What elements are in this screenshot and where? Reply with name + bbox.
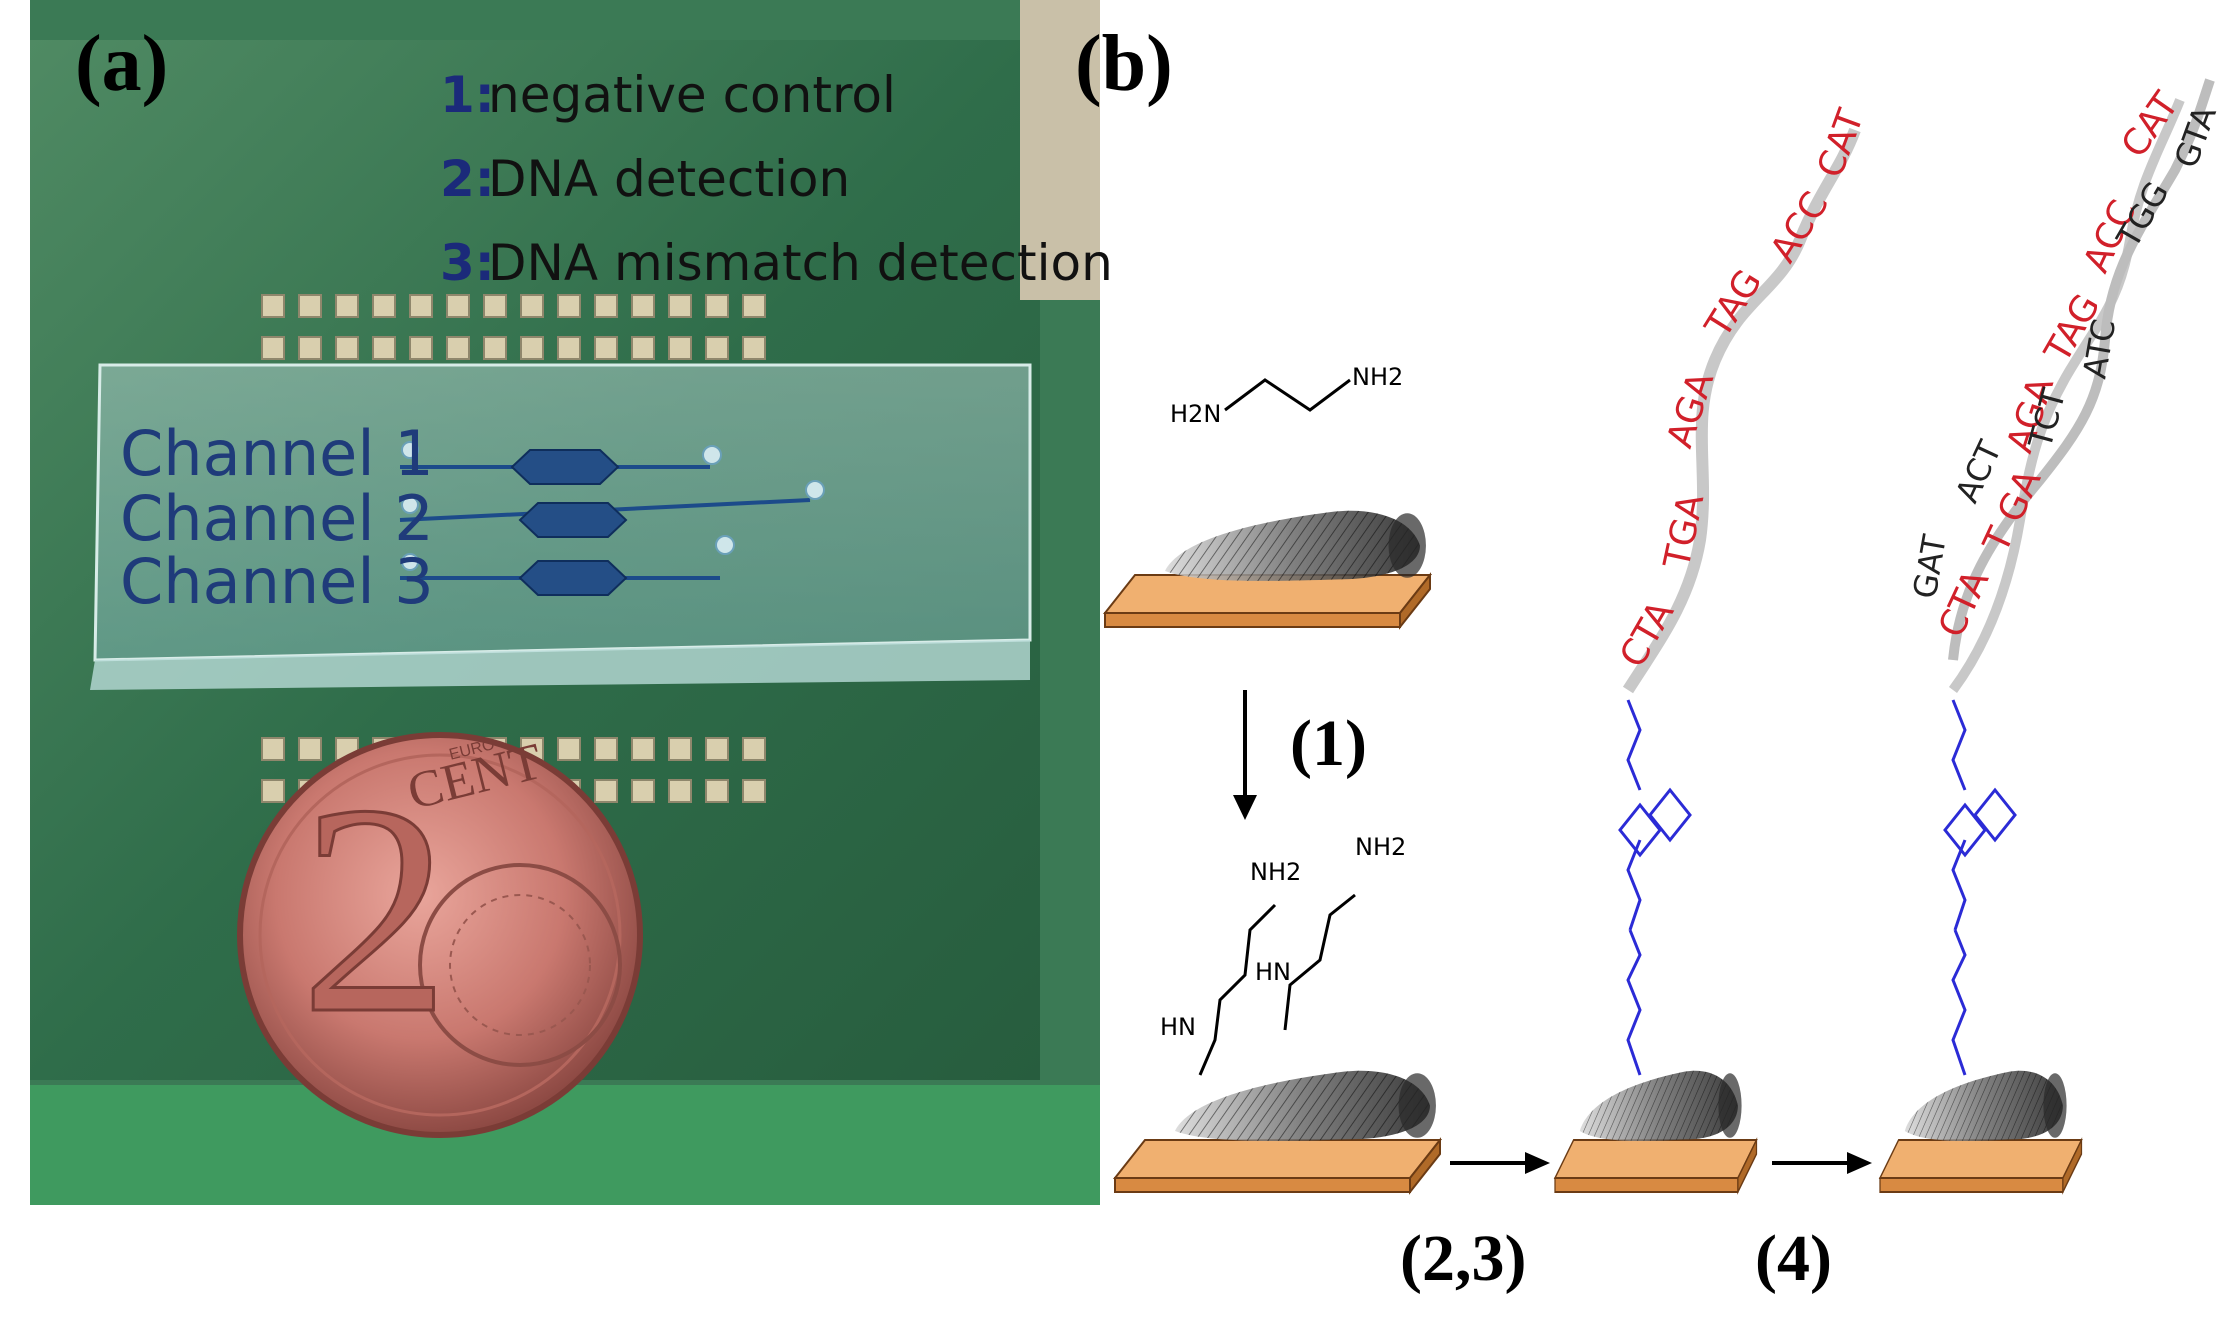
legend-text-1: negative control bbox=[488, 66, 896, 124]
step-1-arrow bbox=[1233, 690, 1257, 820]
glass-chip-edge bbox=[90, 640, 1030, 690]
contact-pad bbox=[594, 779, 618, 803]
contact-pad bbox=[372, 336, 396, 360]
legend-number-2: 2: bbox=[440, 150, 495, 208]
hn-left-label: HN bbox=[1160, 1013, 1196, 1041]
contact-pad bbox=[557, 336, 581, 360]
stage4-nanotube-substrate bbox=[1879, 1070, 2083, 1193]
legend-item-3: 3: DNA mismatch detection bbox=[440, 234, 1113, 292]
contact-pad bbox=[409, 336, 433, 360]
channel-label-3: Channel 3 bbox=[120, 545, 434, 618]
contact-pad bbox=[520, 336, 544, 360]
contact-pad bbox=[409, 294, 433, 318]
legend-text-3: DNA mismatch detection bbox=[488, 234, 1113, 292]
hn-right-label: HN bbox=[1255, 958, 1291, 986]
contact-pad bbox=[261, 737, 285, 761]
panel-a: 2 CENT EURO (a) 1: negative control 2: D… bbox=[30, 0, 1113, 1205]
nh2-top-left-label: NH2 bbox=[1250, 858, 1301, 886]
probe-codon-1: CTA bbox=[1612, 594, 1682, 675]
legend-item-2: 2: DNA detection bbox=[440, 150, 850, 208]
contact-pad bbox=[742, 737, 766, 761]
contact-pad bbox=[631, 737, 655, 761]
contact-pad bbox=[668, 336, 692, 360]
contact-pad bbox=[372, 294, 396, 318]
contact-pad bbox=[742, 336, 766, 360]
probe-codon-3: AGA bbox=[1660, 367, 1723, 453]
contact-pad bbox=[261, 779, 285, 803]
step-23-arrow bbox=[1450, 1152, 1550, 1174]
h2n-label: H2N bbox=[1170, 400, 1221, 428]
legend-text-2: DNA detection bbox=[488, 150, 850, 208]
ethylenediamine-molecule: H2N NH2 bbox=[1170, 363, 1403, 428]
channel-ports bbox=[401, 441, 825, 571]
step-4-arrow bbox=[1772, 1152, 1872, 1174]
nh2-label: NH2 bbox=[1352, 363, 1403, 391]
upper-contact-pads bbox=[261, 294, 766, 360]
channel-label-1: Channel 1 bbox=[120, 417, 434, 490]
channel-label-2: Channel 2 bbox=[120, 482, 434, 555]
stage4-target-strand bbox=[1948, 78, 2215, 661]
contact-pad bbox=[298, 336, 322, 360]
contact-pad bbox=[631, 779, 655, 803]
contact-pad bbox=[668, 737, 692, 761]
step-4-label: (4) bbox=[1755, 1222, 1832, 1295]
contact-pad bbox=[631, 336, 655, 360]
stage4-linker bbox=[1943, 699, 2017, 1076]
contact-pad bbox=[446, 294, 470, 318]
panel-b-label: (b) bbox=[1075, 20, 1173, 108]
nh2-top-right-label: NH2 bbox=[1355, 833, 1406, 861]
contact-pad bbox=[668, 779, 692, 803]
stage1-nanotube-substrate bbox=[1104, 510, 1431, 628]
contact-pad bbox=[261, 336, 285, 360]
coin-digit: 2 bbox=[300, 743, 450, 1075]
contact-pad bbox=[594, 294, 618, 318]
contact-pad bbox=[742, 779, 766, 803]
photo-top-right-edge bbox=[1020, 0, 1100, 300]
contact-pad bbox=[335, 336, 359, 360]
panel-a-label: (a) bbox=[75, 20, 168, 108]
contact-pad bbox=[557, 294, 581, 318]
legend-item-1: 1: negative control bbox=[440, 66, 896, 124]
contact-pad bbox=[298, 294, 322, 318]
contact-pad bbox=[668, 294, 692, 318]
contact-pad bbox=[446, 336, 470, 360]
contact-pad bbox=[520, 294, 544, 318]
contact-pad bbox=[261, 294, 285, 318]
two-cent-coin: 2 CENT EURO bbox=[237, 732, 643, 1138]
contact-pad bbox=[483, 294, 507, 318]
channel-chambers bbox=[510, 449, 628, 596]
stage3-nanotube-substrate bbox=[1554, 1070, 1758, 1193]
stage4-probe-strand bbox=[1948, 98, 2185, 693]
contact-pad bbox=[335, 294, 359, 318]
contact-pad bbox=[483, 336, 507, 360]
contact-pad bbox=[594, 336, 618, 360]
contact-pad bbox=[705, 294, 729, 318]
probe-codon-6: CAT bbox=[1810, 103, 1872, 183]
legend-number-1: 1: bbox=[440, 66, 495, 124]
contact-pad bbox=[705, 336, 729, 360]
photo-bottom-edge bbox=[30, 1085, 1100, 1205]
contact-pad bbox=[742, 294, 766, 318]
contact-pad bbox=[594, 737, 618, 761]
legend-number-3: 3: bbox=[440, 234, 495, 292]
contact-pad bbox=[705, 737, 729, 761]
contact-pad bbox=[298, 737, 322, 761]
probe-codon-2: TGA bbox=[1656, 490, 1712, 573]
step-1-label: (1) bbox=[1290, 707, 1367, 780]
stage3-linker bbox=[1618, 699, 1692, 1076]
step-23-label: (2,3) bbox=[1400, 1222, 1526, 1295]
contact-pad bbox=[705, 779, 729, 803]
stage3-probe-strand bbox=[1622, 127, 1861, 694]
contact-pad bbox=[631, 294, 655, 318]
functionalized-nanotube: NH2 NH2 HN HN bbox=[1160, 833, 1406, 1076]
panel-b: (b) H2N NH2 (1) NH2 NH2 HN HN bbox=[1075, 20, 2224, 1295]
contact-pad bbox=[557, 737, 581, 761]
stage2-nanotube-substrate bbox=[1114, 1070, 1441, 1193]
